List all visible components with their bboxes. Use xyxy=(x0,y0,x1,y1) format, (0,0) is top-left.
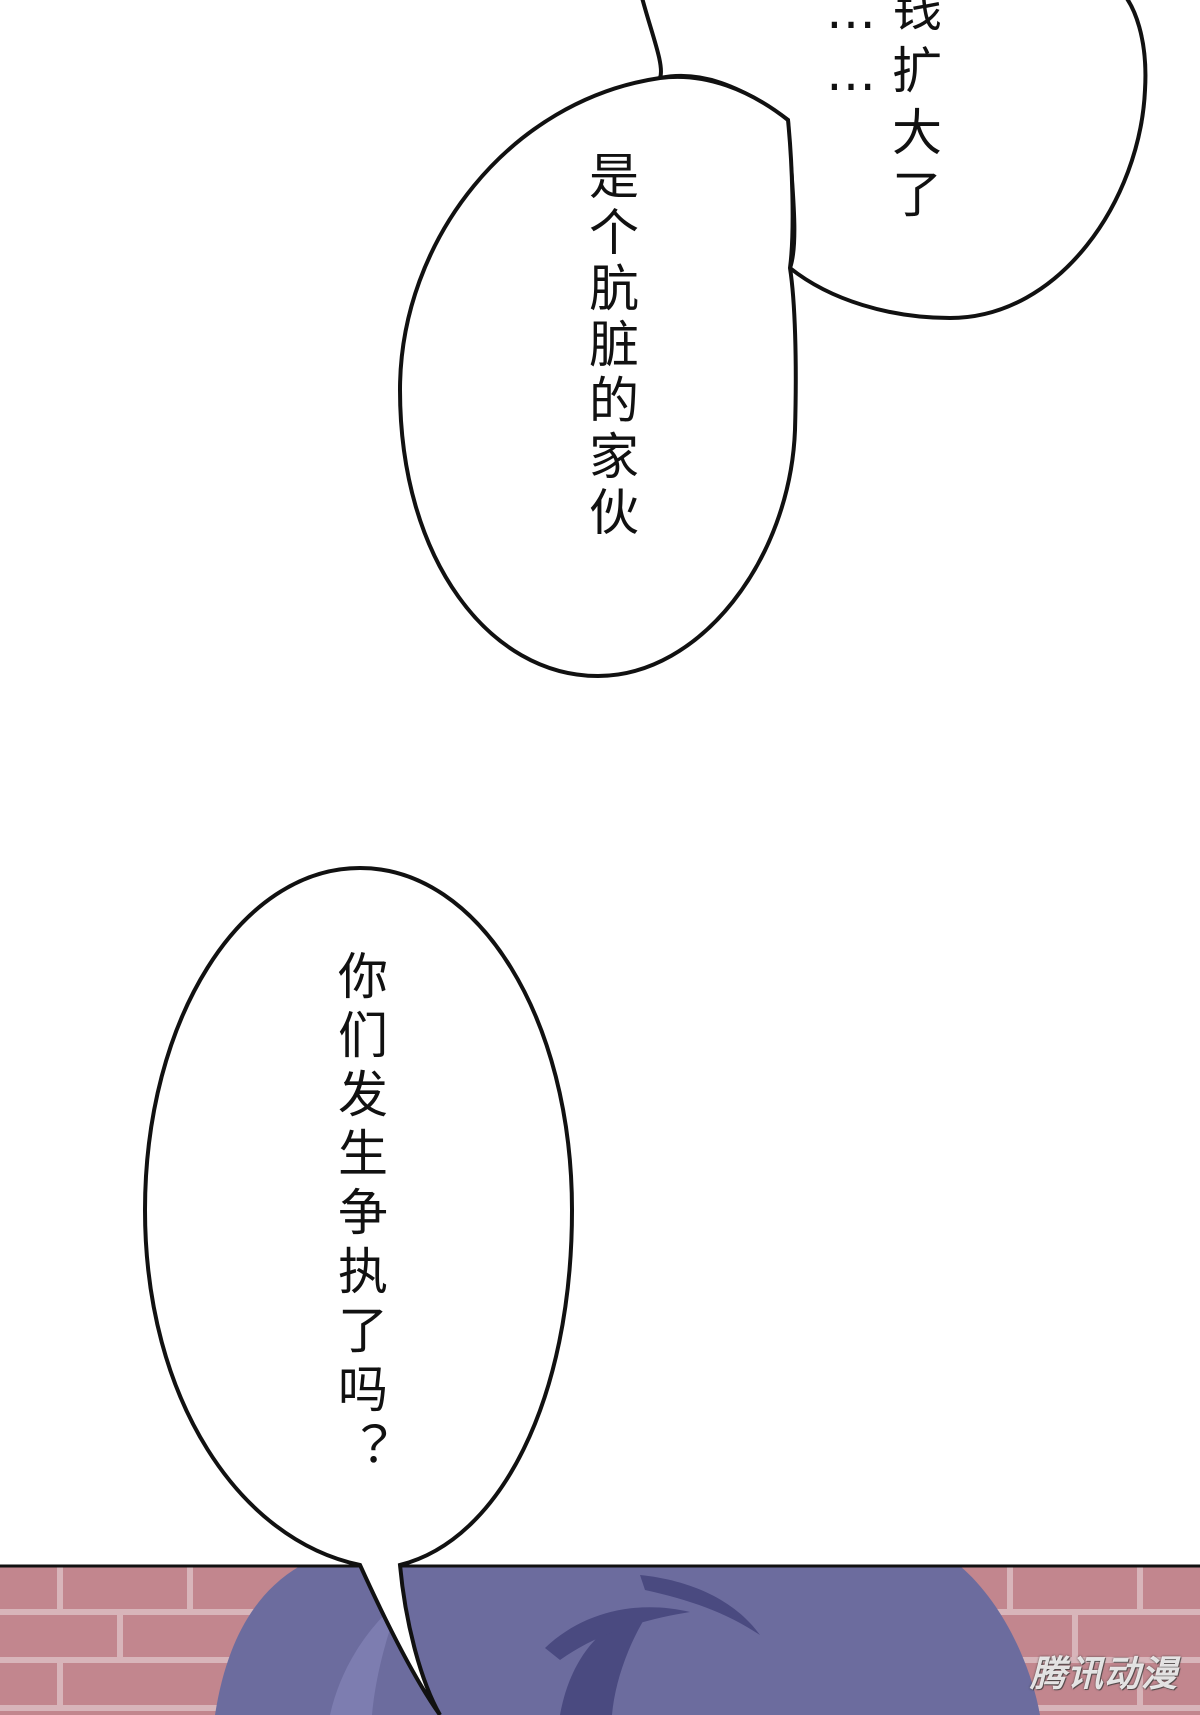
scene-strip xyxy=(0,1564,1200,1715)
tencent-comic-watermark: 腾讯动漫 xyxy=(1029,1654,1178,1695)
bubble-2-text: 是个肮脏的家伙 xyxy=(581,150,639,542)
bubble-3-text: 你们发生争执了吗？ xyxy=(330,950,388,1481)
bubble-1-text: 钱扩大了 xyxy=(884,0,942,230)
eyebrow-right xyxy=(640,1575,760,1635)
hair-strand xyxy=(560,1610,650,1715)
eyebrow-left xyxy=(545,1607,690,1660)
speech-bubble-2 xyxy=(397,74,798,679)
speech-bubble-3 xyxy=(142,865,575,1715)
hair-highlight xyxy=(330,1600,400,1715)
bubble-1-ellipsis: …… xyxy=(822,0,880,106)
